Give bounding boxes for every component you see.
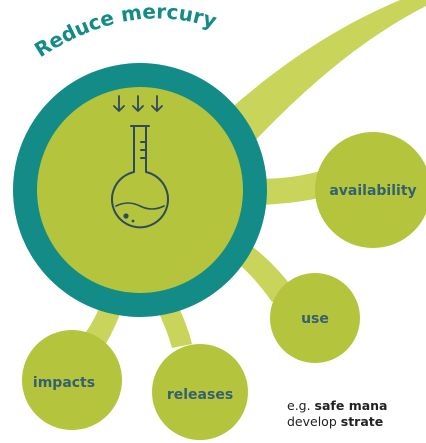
- stem-top-right: [196, 0, 426, 176]
- example-line-2-bold: strate: [340, 414, 384, 429]
- bubble-availability-label: availability: [329, 183, 416, 199]
- title-text: Reduce mercury: [30, 0, 220, 62]
- bubble-availability-shape: [315, 132, 426, 248]
- example-line-1-prefix: e.g.: [287, 398, 315, 413]
- bubble-availability: availability: [315, 132, 426, 248]
- example-line-1-bold: safe mana: [314, 398, 388, 413]
- bubble-use-shape: [270, 273, 360, 363]
- bubble-impacts-label: impacts: [33, 375, 95, 391]
- down-arrows-icon: [113, 95, 163, 112]
- bubble-releases-shape: [152, 344, 248, 440]
- example-line-1: e.g. safe mana: [287, 398, 426, 414]
- example-line-2: develop strate: [287, 414, 426, 430]
- example-caption: e.g. safe mana develop strate: [287, 398, 426, 430]
- bubble-use-label: use: [301, 311, 329, 327]
- bubble-impacts: impacts: [22, 330, 122, 430]
- example-line-2-prefix: develop: [287, 414, 341, 429]
- bubble-impacts-shape: [22, 330, 122, 430]
- bubble-releases-label: releases: [167, 387, 233, 403]
- main-inner-circle: [37, 87, 243, 293]
- bubble-use: use: [270, 273, 360, 363]
- round-bottom-flask-icon: [111, 125, 169, 229]
- bubble-releases: releases: [152, 344, 248, 440]
- stem-availability: [248, 168, 336, 206]
